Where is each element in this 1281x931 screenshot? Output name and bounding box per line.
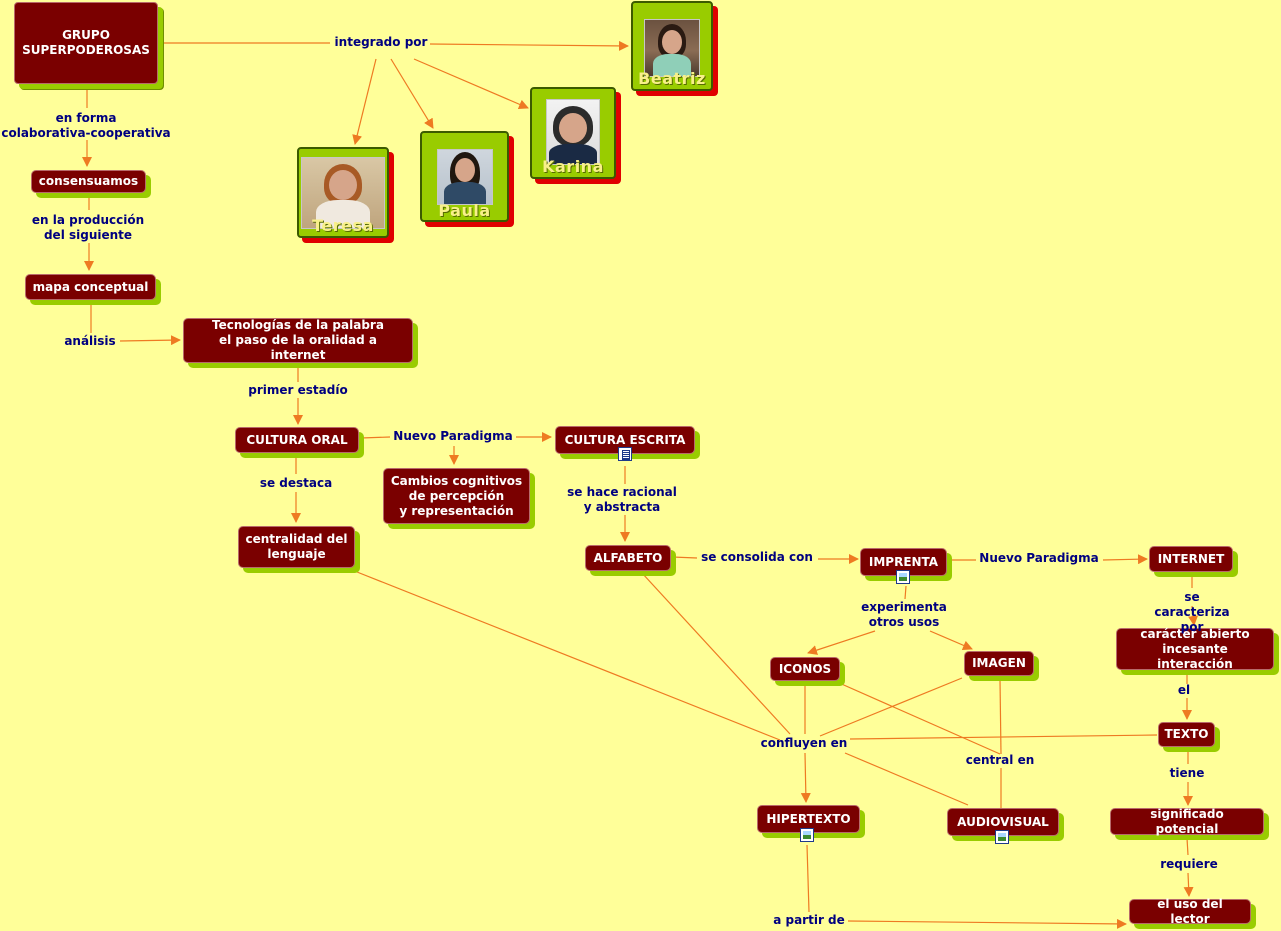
person-teresa[interactable]: Teresa — [297, 147, 389, 238]
node-iconos[interactable]: ICONOS — [770, 657, 840, 681]
label-en-forma: en forma colaborativa-cooperativa — [1, 111, 171, 140]
label-confluyen-en: confluyen en — [760, 736, 848, 750]
person-name: Teresa — [312, 216, 374, 235]
label-a-partir-de: a partir de — [773, 913, 845, 927]
label-tiene: tiene — [1169, 766, 1205, 780]
node-cultura-oral[interactable]: CULTURA ORAL — [235, 427, 359, 453]
person-beatriz[interactable]: Beatriz — [631, 1, 713, 91]
image-icon[interactable] — [995, 830, 1009, 844]
node-cambios-cognitivos[interactable]: Cambios cognitivos de percepción y repre… — [383, 468, 530, 524]
person-name: Beatriz — [638, 69, 706, 88]
node-grupo-superpoderosas[interactable]: GRUPO SUPERPODEROSAS — [14, 2, 158, 84]
label-integrado-por: integrado por — [334, 35, 428, 49]
image-icon[interactable] — [800, 828, 814, 842]
person-photo — [436, 149, 493, 205]
image-icon[interactable] — [896, 570, 910, 584]
label-requiere: requiere — [1160, 857, 1218, 871]
node-tecnologias-palabra[interactable]: Tecnologías de la palabra el paso de la … — [183, 318, 413, 363]
node-mapa-conceptual[interactable]: mapa conceptual — [25, 274, 156, 300]
label-se-hace-racional: se hace racional y abstracta — [567, 485, 677, 514]
person-photo — [301, 157, 385, 229]
label-nuevo-paradigma-2: Nuevo Paradigma — [979, 551, 1099, 565]
label-primer-estadio: primer estadío — [248, 383, 348, 397]
label-analisis: análisis — [64, 334, 116, 348]
label-central-en: central en — [965, 753, 1035, 767]
person-karina[interactable]: Karina — [530, 87, 616, 179]
label-nuevo-paradigma-1: Nuevo Paradigma — [393, 429, 513, 443]
person-photo — [644, 19, 700, 77]
document-icon[interactable] — [618, 447, 632, 461]
node-centralidad-lenguaje[interactable]: centralidad del lenguaje — [238, 526, 355, 568]
node-caracter-abierto[interactable]: carácter abierto incesante interacción — [1116, 627, 1274, 671]
node-consensuamos[interactable]: consensuamos — [31, 170, 146, 193]
node-significado-potencial[interactable]: significado potencial — [1110, 807, 1264, 836]
person-paula[interactable]: Paula — [420, 131, 509, 222]
label-se-caracteriza-por: se caracteriza por — [1154, 590, 1230, 634]
person-name: Karina — [542, 157, 604, 176]
node-alfabeto[interactable]: ALFABETO — [585, 545, 671, 571]
label-se-destaca: se destaca — [259, 476, 333, 490]
label-experimenta: experimenta otros usos — [861, 600, 947, 629]
node-uso-del-lector[interactable]: el uso del lector — [1129, 897, 1251, 926]
person-name: Paula — [438, 201, 491, 220]
node-internet[interactable]: INTERNET — [1149, 546, 1233, 572]
node-texto[interactable]: TEXTO — [1158, 722, 1215, 747]
person-photo — [546, 99, 600, 165]
label-se-consolida-con: se consolida con — [701, 550, 813, 564]
label-en-la-produccion: en la producción del siguiente — [31, 213, 145, 242]
label-el: el — [1177, 683, 1191, 697]
node-imagen[interactable]: IMAGEN — [964, 651, 1034, 676]
